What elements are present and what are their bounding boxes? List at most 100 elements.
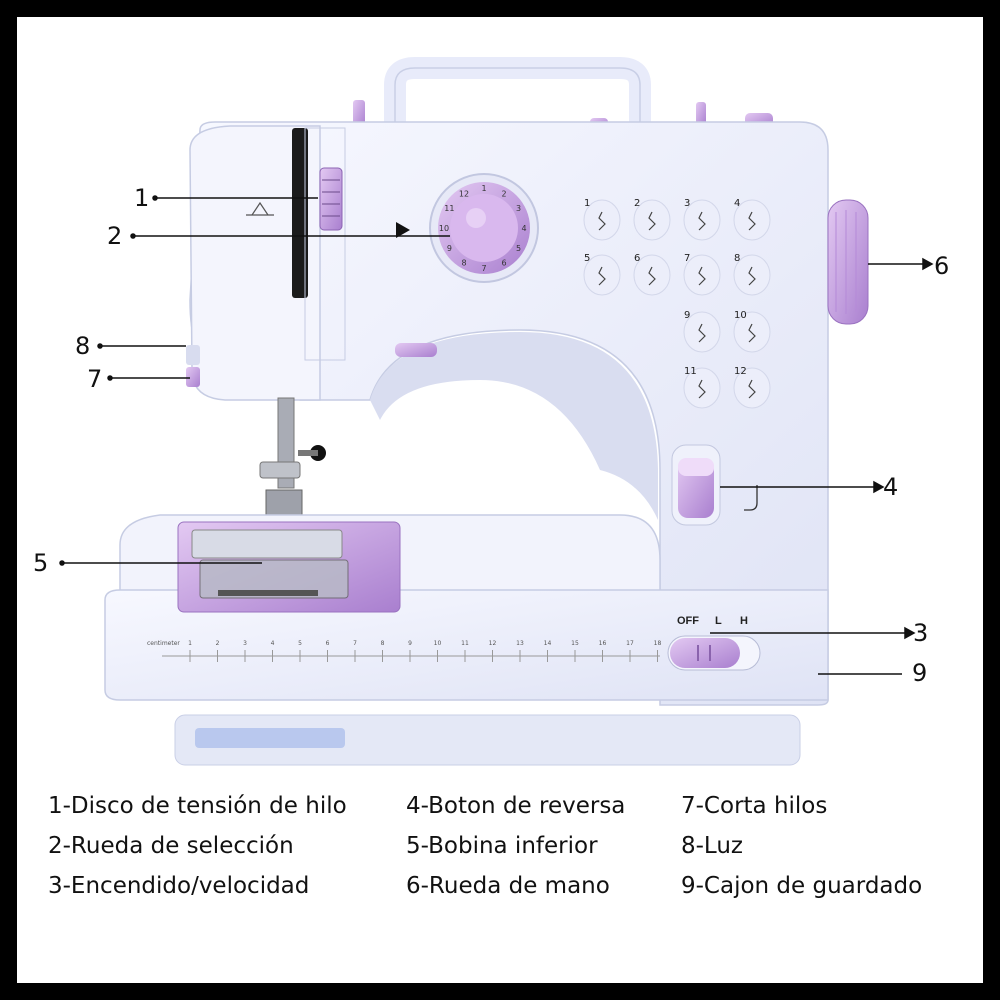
ruler-tick-label: 8	[381, 640, 385, 647]
ruler-tick-label: 9	[408, 640, 412, 647]
needle-plate	[177, 521, 401, 613]
stitch-pattern-bubble	[683, 199, 721, 241]
dial-number: 12	[459, 189, 469, 198]
stitch-pattern-number: 8	[734, 253, 740, 264]
dial-number: 2	[501, 189, 506, 198]
ruler-tick-label: 14	[544, 640, 552, 647]
dial-number: 10	[439, 224, 449, 233]
callout-8: 8	[75, 332, 91, 360]
legend-item-2: 2-Rueda de selección	[48, 833, 294, 859]
stitch-pattern-icon	[648, 266, 656, 286]
stitch-pattern-number: 4	[734, 198, 740, 209]
power-speed-switch[interactable]: OFF L H	[667, 615, 761, 671]
stitch-pattern-icon	[698, 266, 706, 286]
stitch-pattern-bubble	[633, 199, 671, 241]
stitch-pattern-number: 9	[684, 310, 690, 321]
stitch-pattern-bubble	[733, 199, 771, 241]
legend-item-8: 8-Luz	[681, 833, 743, 859]
ruler-tick-label: 1	[188, 640, 192, 647]
ruler-unit-label: centimeter	[147, 640, 180, 647]
ruler-tick-label: 16	[599, 640, 607, 647]
stitch-pattern-icon	[598, 266, 606, 286]
stitch-pattern-number: 1	[584, 198, 590, 209]
ruler-tick-label: 3	[243, 640, 247, 647]
spool-pin-left	[353, 100, 365, 128]
legend-item-6: 6-Rueda de mano	[406, 873, 610, 899]
stitch-pattern-bubble	[683, 254, 721, 296]
stitch-pattern-icon	[698, 211, 706, 231]
hand-wheel[interactable]	[827, 199, 869, 325]
legend-item-1: 1-Disco de tensión de hilo	[48, 793, 347, 819]
ruler-tick-label: 5	[298, 640, 302, 647]
dial-number: 8	[461, 259, 466, 268]
stitch-pattern-icon	[598, 211, 606, 231]
stitch-pattern-number: 10	[734, 310, 747, 321]
stitch-pattern-number: 5	[584, 253, 590, 264]
dial-number: 9	[447, 244, 452, 253]
stitch-pattern-icon	[748, 379, 756, 399]
dial-number: 7	[481, 264, 486, 273]
legend-item-7: 7-Corta hilos	[681, 793, 828, 819]
stitch-pattern-bubble	[733, 311, 771, 353]
ruler-tick-label: 10	[434, 640, 442, 647]
dial-number: 1	[481, 184, 486, 193]
stitch-pattern-number: 3	[684, 198, 690, 209]
stitch-pattern-bubble	[683, 311, 721, 353]
legend-item-5: 5-Bobina inferior	[406, 833, 598, 859]
dial-number: 6	[501, 259, 506, 268]
switch-label-low: L	[715, 615, 722, 627]
ruler-tick-label: 15	[571, 640, 579, 647]
stitch-pattern-bubble	[633, 254, 671, 296]
callout-4: 4	[883, 473, 899, 501]
machine-base	[174, 714, 801, 766]
reverse-button[interactable]	[671, 444, 721, 526]
thread-guide-icon	[246, 201, 274, 216]
legend-item-9: 9-Cajon de guardado	[681, 873, 923, 899]
stitch-pattern-bubble	[583, 254, 621, 296]
light-housing	[186, 345, 200, 365]
stitch-pattern-icon	[748, 323, 756, 343]
ruler-tick-label: 13	[516, 640, 524, 647]
stitch-pattern-number: 2	[634, 198, 640, 209]
callout-leaders	[59, 195, 934, 675]
reverse-icon	[744, 485, 758, 511]
dial-number: 11	[444, 204, 454, 213]
stitch-pattern-number: 12	[734, 366, 747, 377]
stitch-pattern-icon	[748, 211, 756, 231]
stitch-pattern-icon	[698, 323, 706, 343]
ruler-tick-label: 11	[461, 640, 469, 647]
legend-item-4: 4-Boton de reversa	[406, 793, 626, 819]
tension-disc	[319, 167, 343, 231]
dial-number: 4	[521, 224, 526, 233]
base-slot	[195, 728, 345, 748]
stitch-pattern-bubble	[583, 199, 621, 241]
thread-cutter	[186, 367, 200, 387]
ruler-tick-label: 18	[654, 640, 662, 647]
legend-item-3: 3-Encendido/velocidad	[48, 873, 310, 899]
ruler-tick-label: 17	[626, 640, 634, 647]
switch-label-off: OFF	[677, 615, 699, 627]
stitch-pattern-icon	[698, 379, 706, 399]
tension-slot	[292, 128, 308, 298]
callout-9: 9	[912, 659, 928, 687]
stitch-pattern-bubble	[733, 367, 771, 409]
stitch-pattern-bubble	[733, 254, 771, 296]
callout-6: 6	[934, 252, 950, 280]
stitch-pattern-icon	[748, 266, 756, 286]
dial-pointer	[396, 222, 410, 238]
stitch-pattern-number: 6	[634, 253, 640, 264]
dial-number: 3	[516, 204, 521, 213]
stitch-pattern-number: 7	[684, 253, 690, 264]
ruler-tick-label: 7	[353, 640, 357, 647]
ruler-tick-label: 6	[326, 640, 330, 647]
ruler-tick-label: 12	[489, 640, 497, 647]
callout-7: 7	[87, 365, 103, 393]
callout-1: 1	[134, 184, 150, 212]
callout-5: 5	[33, 549, 49, 577]
ruler-tick-label: 2	[216, 640, 220, 647]
